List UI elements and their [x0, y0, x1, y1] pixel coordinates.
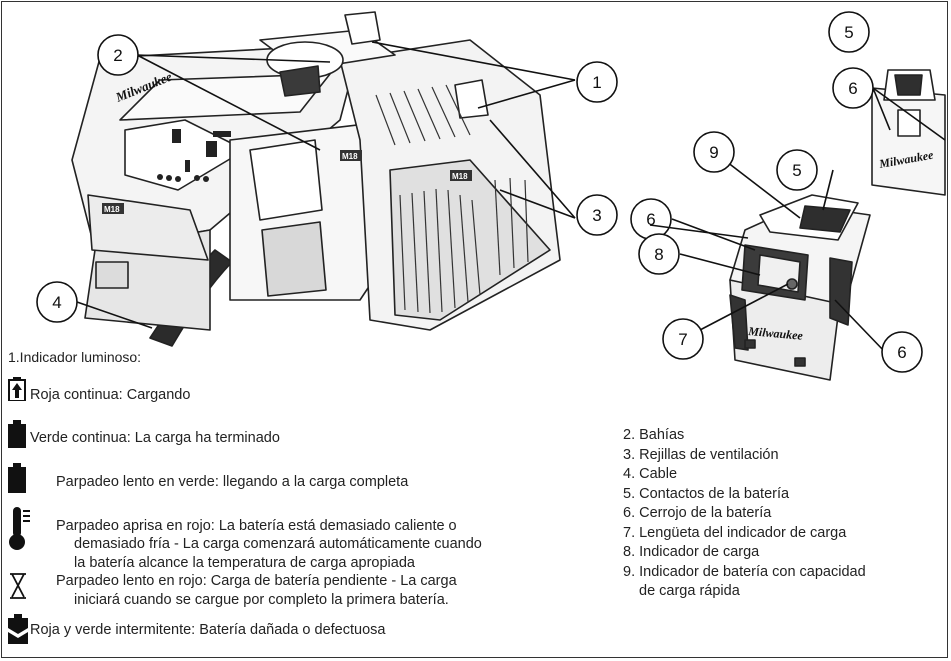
parts-list-item: 9. Indicador de batería con capacidad: [623, 563, 866, 580]
legend-text-temperature-cont1: demasiado fría - La carga comenzará auto…: [74, 536, 482, 552]
callout-numbers: 2 1 3 4 5 6 9 5 6 8 7 6: [52, 23, 906, 362]
callout-1-label: 1: [592, 73, 601, 92]
parts-list-item: 4. Cable: [623, 466, 678, 482]
callout-6c-circle: [881, 331, 923, 373]
legend-text-damaged: Roja y verde intermitente: Batería dañad…: [30, 622, 386, 638]
battery-brand-text: Milwaukee: [747, 324, 804, 343]
leader-lines: [76, 41, 946, 353]
battery-charging-icon: [8, 377, 26, 401]
thermometer-icon: [9, 507, 30, 550]
parts-list-item: 2. Bahías: [623, 427, 685, 443]
parts-list-item: 6. Cerrojo de la batería: [623, 505, 772, 521]
charger-panel-battery-icon: [172, 129, 181, 143]
callout-3-label: 3: [592, 206, 601, 225]
charger-series-badge-left: [102, 203, 124, 214]
parts-list-item: 8. Indicador de carga: [623, 544, 760, 560]
callout-3-circle: [576, 194, 618, 236]
callout-9-label: 9: [709, 143, 718, 162]
series-right-text: M18: [452, 172, 468, 181]
callout-5a-circle: [828, 11, 870, 53]
callout-circles: [36, 11, 923, 373]
battery-full-icon-2: [8, 463, 26, 493]
hourglass-icon: [10, 573, 26, 599]
callout-8-label: 8: [654, 245, 663, 264]
battery-full-icon: [8, 420, 26, 448]
charger-series-badge-right: [450, 170, 472, 181]
callout-6b-label: 6: [646, 210, 655, 229]
callout-9-circle: [693, 131, 735, 173]
callout-5a-label: 5: [844, 23, 853, 42]
parts-list-item: 7. Lengüeta del indicador de carga: [623, 524, 847, 541]
battery-top-illustration: [871, 69, 946, 196]
battery-damaged-icon: [8, 614, 28, 644]
callout-5b-label: 5: [792, 161, 801, 180]
callout-4-label: 4: [52, 293, 61, 312]
callout-6c-label: 6: [897, 343, 906, 362]
callout-1-circle: [576, 61, 618, 103]
charger-panel-battery-icon-2: [206, 141, 217, 157]
charger-indicator-panel: [157, 129, 231, 182]
callout-2-circle: [97, 34, 139, 76]
callout-5b-circle: [776, 149, 818, 191]
legend-text-temperature-cont2: la batería alcance la temperatura de car…: [74, 555, 415, 571]
callout-7-circle: [662, 318, 704, 360]
legend-title: 1.Indicador luminoso:: [8, 349, 142, 365]
callout-6a-label: 6: [848, 79, 857, 98]
legend-text-pending-cont1: iniciará cuando se cargue por completo l…: [74, 592, 449, 608]
legend-text-temperature: Parpadeo aprisa en rojo: La batería está…: [56, 518, 457, 534]
series-left-text: M18: [104, 205, 120, 214]
parts-list-item: 5. Contactos de la batería: [623, 485, 790, 502]
charger-series-badge-center: [340, 150, 362, 161]
legend-text-charging: Roja continua: Cargando: [30, 387, 191, 403]
callout-6a-circle: [832, 67, 874, 109]
legend-text-slow-green: Parpadeo lento en verde: llegando a la c…: [56, 474, 409, 490]
battery-front-illustration: [729, 194, 871, 381]
parts-list-item: de carga rápida: [639, 583, 740, 599]
parts-list-item: 3. Rejillas de ventilación: [623, 446, 779, 463]
charger-panel-thermo-icon: [185, 160, 190, 172]
series-center-text: M18: [342, 152, 358, 161]
parts-list: 2. Bahías 3. Rejillas de ventilación 4. …: [623, 426, 866, 602]
legend-text-pending: Parpadeo lento en rojo: Carga de batería…: [56, 573, 457, 589]
ventilation-grilles: [375, 84, 529, 314]
callout-2-label: 2: [113, 46, 122, 65]
callout-7-label: 7: [678, 330, 687, 349]
callout-4-circle: [36, 281, 78, 323]
legend-text-complete: Verde continua: La carga ha terminado: [30, 430, 280, 446]
